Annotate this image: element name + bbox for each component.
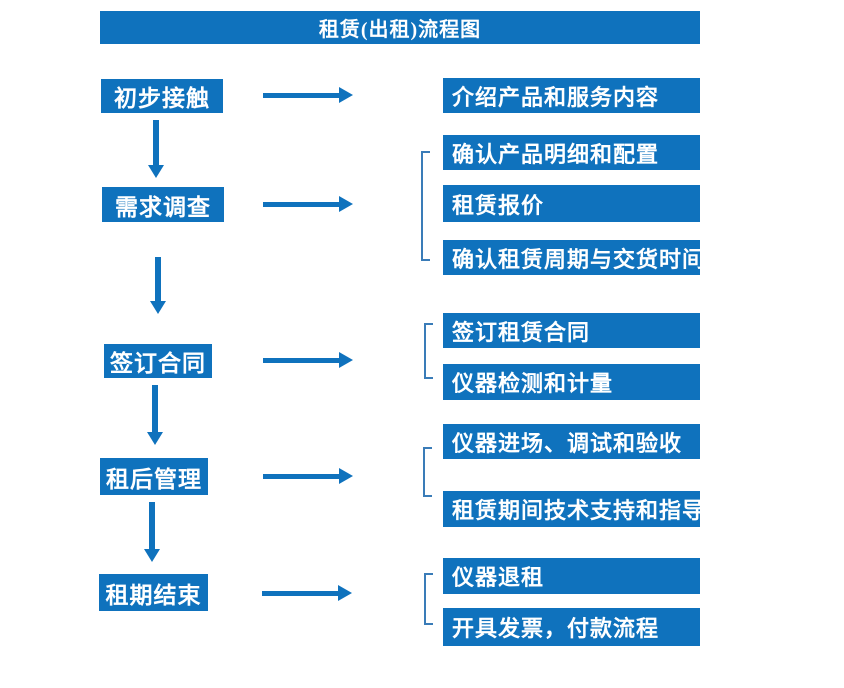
bracket-group-4-icon: [423, 447, 432, 497]
arrow-right-2-icon: [263, 196, 353, 212]
arrow-down-4-icon: [144, 502, 160, 562]
step-demand-survey: 需求调查: [102, 187, 224, 222]
arrow-right-5-icon: [262, 585, 352, 601]
detail-instrument-return: 仪器退租: [443, 558, 700, 594]
step-sign-contract: 签订合同: [104, 344, 212, 378]
detail-instrument-testing: 仪器检测和计量: [443, 364, 700, 400]
detail-instrument-setup: 仪器进场、调试和验收: [443, 424, 700, 459]
bracket-group-2-icon: [421, 151, 430, 261]
flowchart-title: 租赁(出租)流程图: [100, 11, 700, 44]
step-rental-end: 租期结束: [99, 574, 208, 611]
arrow-right-4-icon: [263, 468, 353, 484]
detail-tech-support: 租赁期间技术支持和指导: [443, 491, 704, 527]
detail-invoice-payment: 开具发票，付款流程: [443, 608, 700, 646]
arrow-down-1-icon: [148, 120, 164, 178]
arrow-down-3-icon: [147, 385, 163, 445]
arrow-right-1-icon: [263, 87, 353, 103]
step-post-rental-mgmt: 租后管理: [100, 458, 208, 495]
detail-confirm-product-spec: 确认产品明细和配置: [443, 135, 700, 170]
step-initial-contact: 初步接触: [101, 79, 223, 113]
detail-confirm-period: 确认租赁周期与交货时间: [443, 240, 704, 275]
bracket-group-5-icon: [424, 573, 433, 625]
detail-sign-rental-contract: 签订租赁合同: [443, 313, 700, 348]
bracket-group-3-icon: [424, 323, 433, 379]
detail-rental-quote: 租赁报价: [443, 185, 700, 222]
detail-introduce-products: 介绍产品和服务内容: [443, 78, 700, 113]
arrow-down-2-icon: [150, 257, 166, 314]
arrow-right-3-icon: [263, 352, 353, 368]
